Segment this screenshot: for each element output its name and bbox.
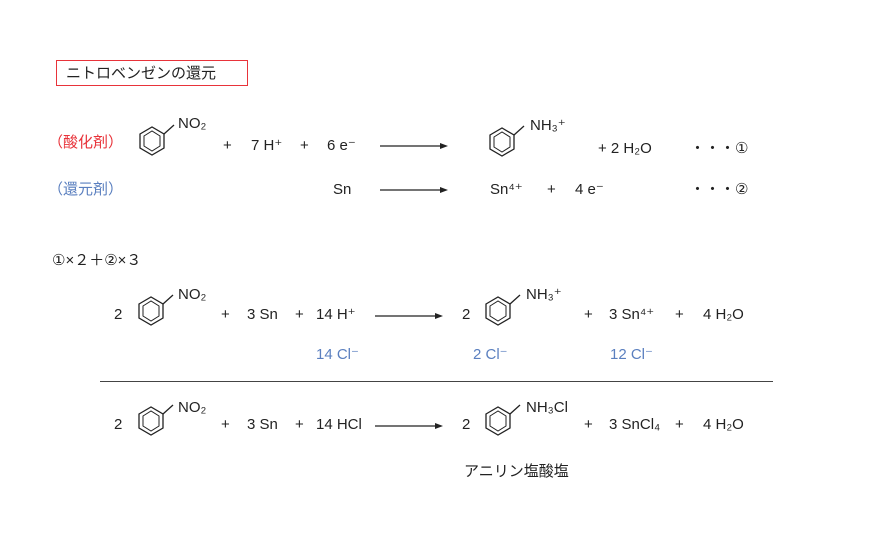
eq2-marker: ・・・② — [690, 181, 749, 198]
eq1-electrons: 6 e⁻ — [327, 137, 356, 154]
eq4-plus1: + — [221, 416, 230, 433]
divider-line — [100, 381, 773, 382]
eq3-coef2: 2 — [462, 306, 471, 323]
page-title: ニトロベンゼンの還元 — [66, 65, 217, 82]
eq3-water: 4 H₂O — [703, 306, 744, 323]
reaction-arrow-icon — [375, 313, 443, 319]
eq1-substituent: NO₂ — [178, 115, 207, 132]
benzene-ring-icon — [485, 404, 521, 436]
eq4-product-sub: NH₃Cl — [526, 399, 568, 416]
eq1-plus1: + — [223, 137, 232, 154]
eq4-water: 4 H₂O — [703, 416, 744, 433]
eq2-product: Sn⁴⁺ — [490, 181, 523, 198]
eq1-plus2: + — [300, 137, 309, 154]
eq3-coef1: 2 — [114, 306, 123, 323]
benzene-ring-icon — [138, 404, 174, 436]
eq1-water: + 2 H₂O — [598, 140, 652, 157]
eq3-h-plus: 14 H⁺ — [316, 306, 356, 323]
eq4-sncl4: 3 SnCl₄ — [609, 416, 661, 433]
eq4-coef1: 2 — [114, 416, 123, 433]
reaction-arrow-icon — [375, 423, 443, 429]
counter-ion-cl-12: 12 Cl⁻ — [610, 346, 653, 363]
eq3-product-sub: NH₃⁺ — [526, 286, 562, 303]
reaction-arrow-icon — [380, 143, 448, 149]
benzene-ring-icon — [485, 294, 521, 326]
benzene-ring-icon — [139, 124, 175, 156]
eq3-substituent: NO₂ — [178, 286, 207, 303]
eq4-plus2: + — [295, 416, 304, 433]
eq1-product-sub: NH₃⁺ — [530, 117, 566, 134]
eq4-plus4: + — [675, 416, 684, 433]
eq4-coef2: 2 — [462, 416, 471, 433]
eq1-marker: ・・・① — [690, 140, 749, 157]
eq3-plus1: + — [221, 306, 230, 323]
oxidant-label: （酸化剤） — [48, 134, 124, 151]
eq3-sn: 3 Sn — [247, 306, 278, 323]
eq4-sn: 3 Sn — [247, 416, 278, 433]
eq3-plus2: + — [295, 306, 304, 323]
reductant-label: （還元剤） — [48, 181, 124, 198]
benzene-ring-icon — [489, 125, 525, 157]
benzene-ring-icon — [138, 294, 174, 326]
eq1-h-plus: 7 H⁺ — [251, 137, 283, 154]
eq3-plus4: + — [675, 306, 684, 323]
counter-ion-cl-14: 14 Cl⁻ — [316, 346, 359, 363]
eq3-plus3: + — [584, 306, 593, 323]
title-box — [56, 60, 248, 86]
reaction-arrow-icon — [380, 187, 448, 193]
eq2-reactant: Sn — [333, 181, 352, 198]
eq4-hcl: 14 HCl — [316, 416, 362, 433]
eq2-plus: + — [547, 181, 556, 198]
eq4-plus3: + — [584, 416, 593, 433]
combine-note: ①×２＋②×３ — [52, 252, 142, 269]
eq4-substituent: NO₂ — [178, 399, 207, 416]
eq3-sn4: 3 Sn⁴⁺ — [609, 306, 655, 323]
eq2-electrons: 4 e⁻ — [575, 181, 604, 198]
product-name: アニリン塩酸塩 — [464, 463, 569, 480]
counter-ion-cl-2: 2 Cl⁻ — [473, 346, 508, 363]
